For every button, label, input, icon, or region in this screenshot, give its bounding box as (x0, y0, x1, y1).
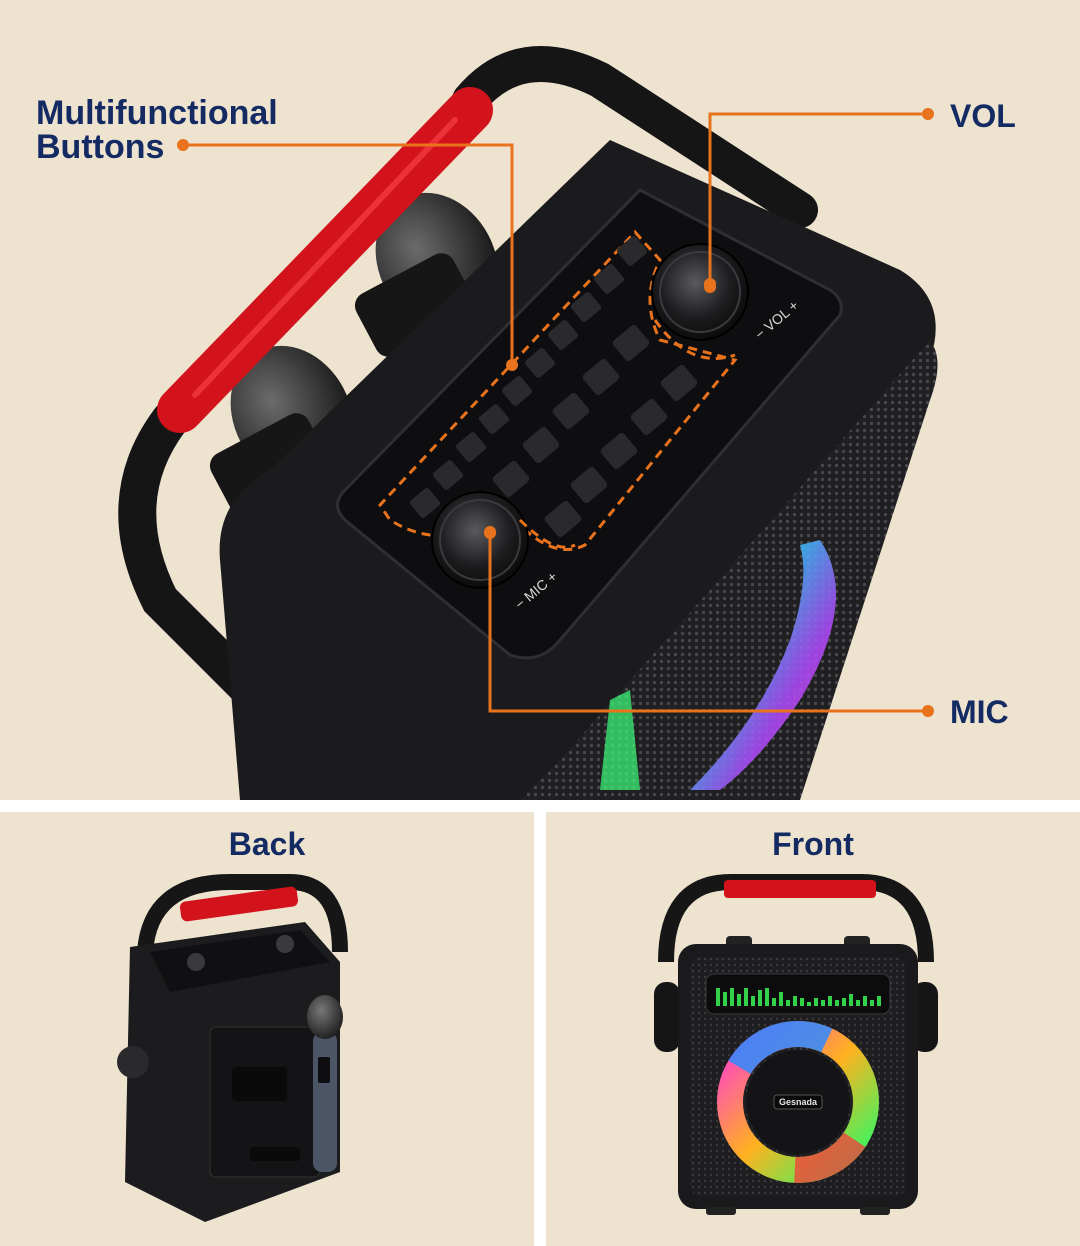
vol-knob (651, 243, 749, 341)
back-view-illustration (117, 874, 348, 1222)
multifunctional-buttons-callout: Multifunctional Buttons (36, 96, 278, 164)
mic-callout: MIC (950, 694, 1009, 730)
callout-multifunctional-line2: Buttons (36, 128, 165, 166)
speaker-mesh (520, 340, 938, 800)
vol-callout: VOL (950, 98, 1016, 134)
speaker-closeup-illustration: − VOL + − MIC + (118, 46, 938, 800)
front-view-illustration: Gesnada (654, 874, 938, 1215)
front-label: Front (772, 826, 854, 862)
rgb-light-ring (690, 540, 836, 790)
front-eq-bars (716, 988, 881, 1006)
mic-knob (431, 491, 529, 589)
front-view-panel: Front (546, 812, 1080, 1246)
back-red-grip (179, 886, 299, 922)
front-red-grip (724, 880, 876, 898)
button-grid (409, 236, 698, 537)
handle-top (452, 46, 818, 228)
handle-side (118, 401, 339, 779)
buttons-group-outline (378, 229, 738, 551)
back-view-panel: Back (0, 812, 534, 1246)
callout-lines (183, 112, 928, 713)
callout-multifunctional-line1: Multifunctional (36, 94, 278, 132)
back-microphone-standing (313, 1032, 337, 1172)
front-brand-logo: Gesnada (779, 1097, 818, 1107)
top-product-panel: − VOL + − MIC + Multifunctional Buttons … (0, 0, 1080, 800)
back-label: Back (228, 826, 306, 862)
back-handle (137, 874, 348, 953)
